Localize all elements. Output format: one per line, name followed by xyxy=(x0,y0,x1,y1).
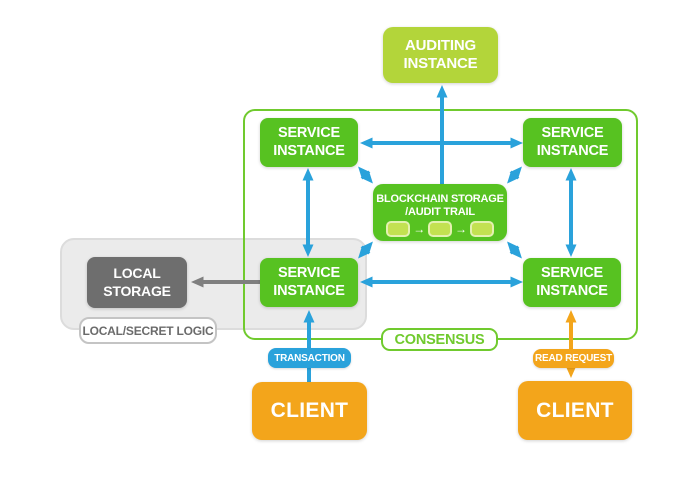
consensus-label: CONSENSUS xyxy=(381,328,498,351)
service-instance-top-right-node: SERVICE INSTANCE xyxy=(523,118,622,167)
service-instance-bottom-left-node: SERVICE INSTANCE xyxy=(260,258,358,307)
local-secret-logic-label: LOCAL/SECRET LOGIC xyxy=(79,317,217,344)
service-instance-top-left-node: SERVICE INSTANCE xyxy=(260,118,358,167)
blockchain-storage-label: BLOCKCHAIN STORAGE /AUDIT TRAIL xyxy=(376,193,504,218)
blockchain-blocks: → → xyxy=(386,220,494,237)
read-request-label: READ REQUEST xyxy=(533,349,614,368)
service-instance-bottom-right-node: SERVICE INSTANCE xyxy=(523,258,621,307)
block-chain-arrow-icon: → xyxy=(413,221,425,236)
client-left-node: CLIENT xyxy=(252,382,367,440)
local-storage-node: LOCAL STORAGE xyxy=(87,257,187,308)
block-icon xyxy=(386,220,411,237)
client-right-node: CLIENT xyxy=(518,381,632,440)
block-icon xyxy=(428,220,452,237)
block-icon xyxy=(469,220,494,237)
transaction-label: TRANSACTION xyxy=(268,348,351,368)
auditing-instance-node: AUDITING INSTANCE xyxy=(383,27,498,83)
block-chain-arrow-icon: → xyxy=(455,221,467,236)
blockchain-storage-node: BLOCKCHAIN STORAGE /AUDIT TRAIL → → xyxy=(373,184,507,241)
